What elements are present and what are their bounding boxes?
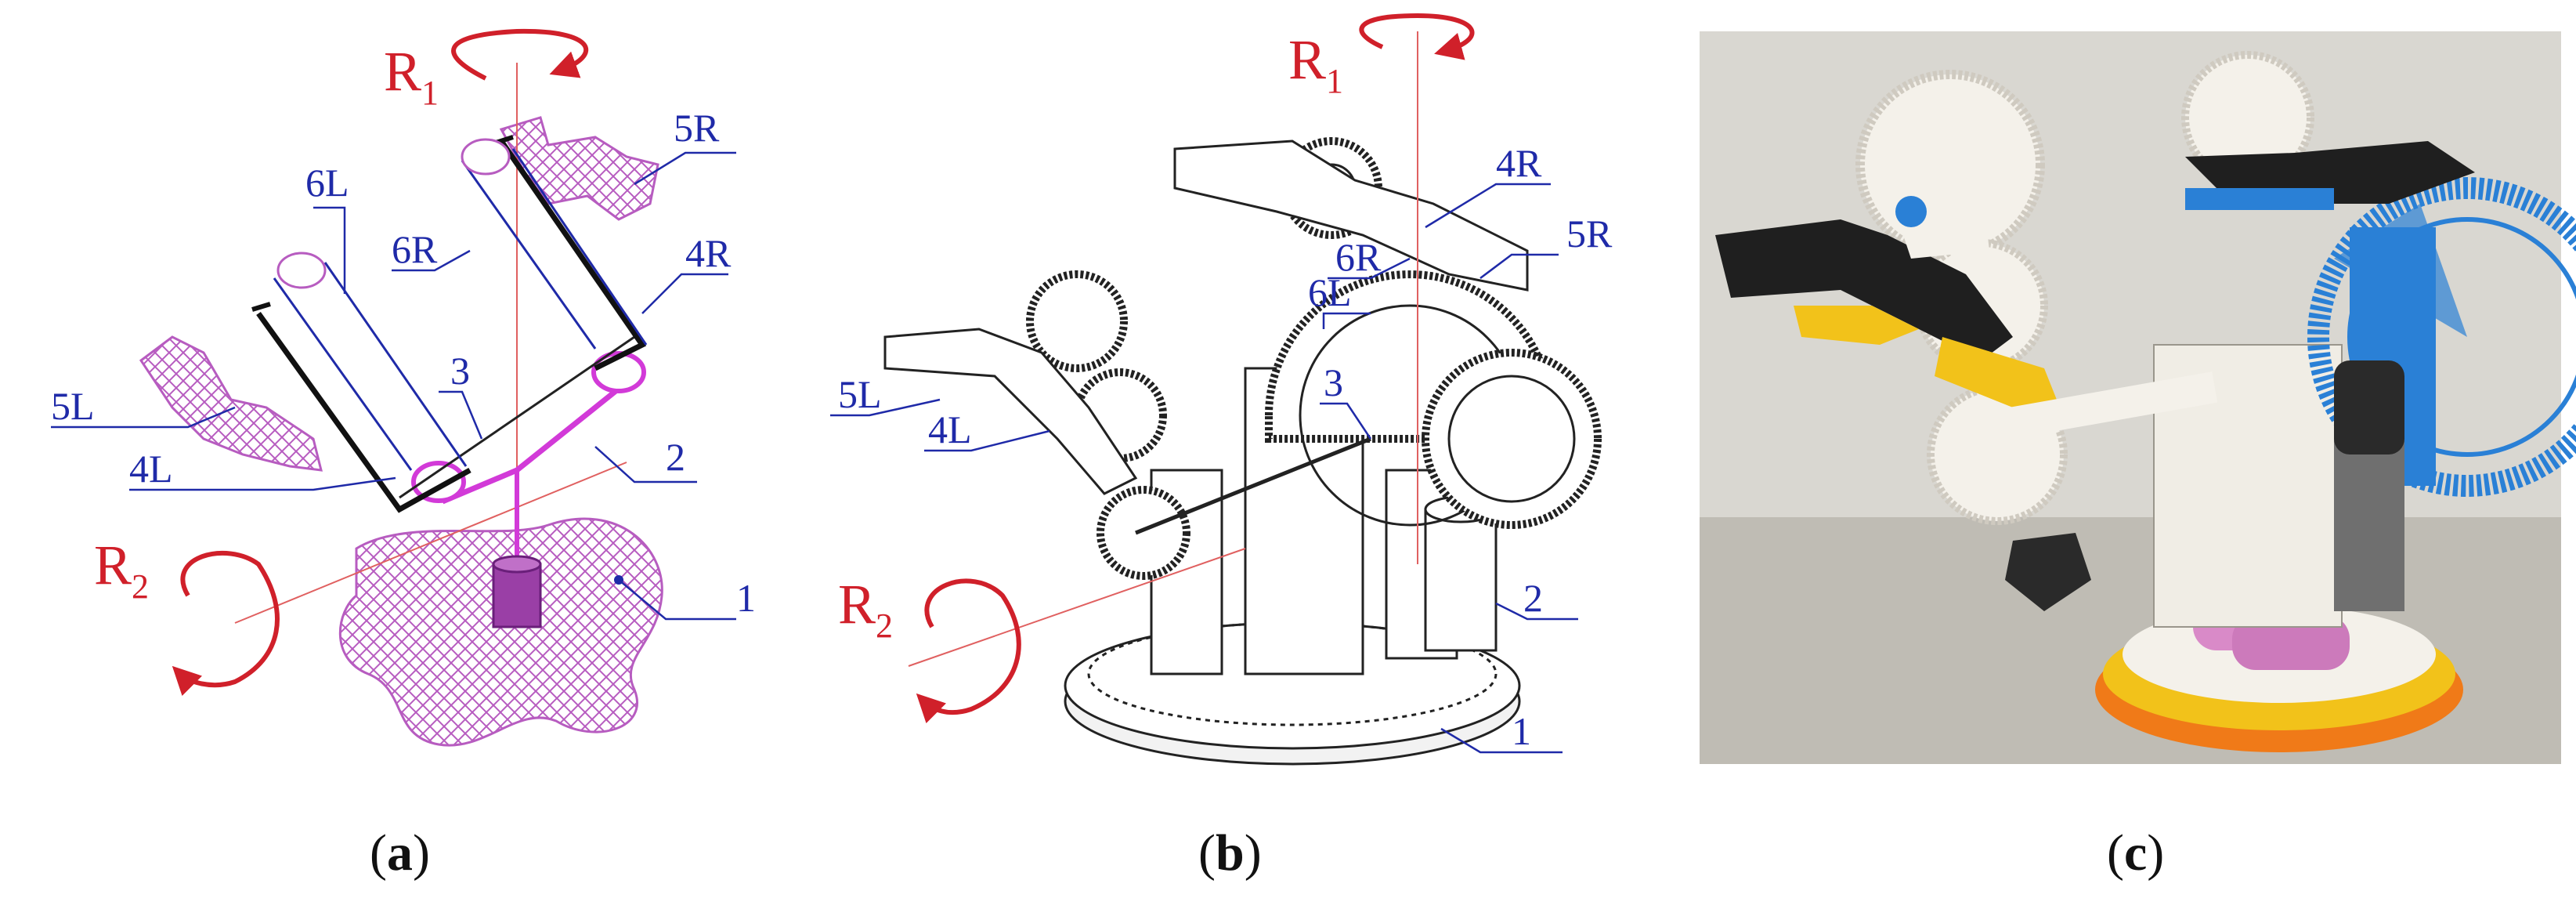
part-label-1: 1 bbox=[736, 576, 756, 620]
part-label-3: 3 bbox=[450, 349, 470, 393]
part-label-6r: 6R bbox=[392, 227, 438, 271]
part-label-5r: 5R bbox=[674, 106, 720, 150]
motor bbox=[1424, 508, 1498, 652]
rotation-label-r1: R1 bbox=[1288, 28, 1343, 100]
rotation-label-r2: R2 bbox=[94, 534, 149, 606]
left-gear-upper bbox=[1026, 270, 1128, 372]
cylinder-6l-top bbox=[276, 252, 327, 289]
base-plate-shape bbox=[338, 517, 663, 747]
link-4l bbox=[256, 311, 471, 513]
photo-blue-gear bbox=[2307, 177, 2576, 497]
motor-cylinder bbox=[492, 563, 542, 628]
body-frame-2 bbox=[441, 367, 630, 505]
diagram-panel-b: R1 R2 4R 6R 5R 6L 3 5L 4L 2 1 (b) bbox=[830, 13, 1613, 882]
rotation-label-r1: R1 bbox=[384, 40, 439, 112]
part-label-4r: 4R bbox=[1496, 141, 1542, 185]
part-label-6l: 6L bbox=[1308, 270, 1352, 314]
part-label-4r: 4R bbox=[685, 231, 732, 275]
caption-c: (c) bbox=[2107, 824, 2164, 882]
rotation-r2-arrow bbox=[172, 551, 280, 696]
rotation-label-r2: R2 bbox=[838, 573, 893, 645]
rotation-r1-arrow bbox=[451, 28, 588, 81]
part-label-2: 2 bbox=[1523, 576, 1543, 620]
photo-panel-c: (c) bbox=[1700, 31, 2576, 882]
part-label-4l: 4L bbox=[928, 407, 972, 451]
part-label-6l: 6L bbox=[305, 161, 349, 205]
arm-left bbox=[883, 328, 1138, 495]
link-4r bbox=[499, 139, 647, 371]
photo-white-gear-top bbox=[2181, 51, 2314, 184]
caption-b: (b) bbox=[1198, 824, 1262, 882]
gripper-5l-shape bbox=[139, 335, 323, 472]
right-gear bbox=[1422, 349, 1602, 529]
rotation-r2-arrow bbox=[916, 578, 1021, 724]
arm-right bbox=[1173, 139, 1529, 292]
part-label-2: 2 bbox=[666, 435, 685, 479]
part-label-4l: 4L bbox=[129, 447, 173, 491]
joint-left bbox=[411, 461, 466, 503]
part-label-3: 3 bbox=[1324, 360, 1343, 404]
part-label-5l: 5L bbox=[838, 372, 882, 416]
cylinder-6r-top bbox=[461, 138, 511, 176]
part-label-6r: 6R bbox=[1335, 235, 1382, 279]
rotation-r1-arrow bbox=[1359, 13, 1475, 60]
part-label-1: 1 bbox=[1512, 709, 1531, 753]
part-label-5l: 5L bbox=[51, 384, 95, 428]
part-label-5r: 5R bbox=[1566, 212, 1613, 255]
caption-a: (a) bbox=[370, 824, 430, 882]
gripper-5r-shape bbox=[499, 116, 659, 221]
left-gear-lower bbox=[1097, 486, 1190, 580]
photo-gripper-left bbox=[1715, 219, 2013, 360]
diagram-panel-a: R1 R2 5R 6L 6R 4R 3 2 5L 4L 1 (a) bbox=[51, 28, 756, 882]
